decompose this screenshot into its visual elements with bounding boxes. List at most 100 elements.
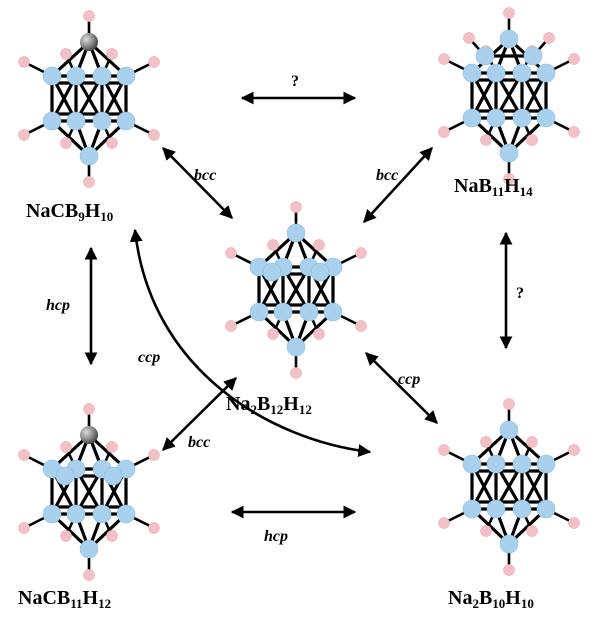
- boron-atom: [486, 499, 506, 519]
- edge-label-left-hcp: hcp: [46, 297, 70, 314]
- label-nab11h14: NaB11H14: [454, 175, 533, 199]
- hydrogen-atom: [463, 32, 475, 44]
- boron-atom: [499, 143, 519, 163]
- molecule-na2b12h12: [225, 201, 367, 379]
- hydrogen-atom: [60, 530, 72, 542]
- boron-atom: [536, 454, 556, 474]
- hydrogen-atom: [503, 7, 515, 19]
- hydrogen-atom: [543, 32, 555, 44]
- boron-atom: [512, 63, 532, 83]
- label-na2b12h12: Na2B12H12: [226, 393, 312, 417]
- hydrogen-atom: [148, 129, 160, 141]
- hydrogen-atom: [267, 239, 279, 251]
- boron-atom: [536, 63, 556, 83]
- arrow-left-bcc: [162, 147, 233, 219]
- arrow-bottom-left-bcc: [162, 377, 237, 451]
- boron-atom: [523, 46, 543, 66]
- boron-atom: [486, 63, 506, 83]
- edge-label-right-question: ?: [516, 285, 524, 302]
- arrow-ccp-right: [365, 352, 438, 424]
- hydrogen-atom: [60, 48, 72, 60]
- hydrogen-atom: [480, 134, 492, 146]
- hydrogen-atom: [106, 441, 118, 453]
- boron-atom: [310, 262, 330, 282]
- hydrogen-atom: [106, 137, 118, 149]
- boron-atom: [103, 466, 123, 486]
- hydrogen-atom: [313, 328, 325, 340]
- boron-atom: [116, 111, 136, 131]
- hydrogen-atom: [480, 525, 492, 537]
- hydrogen-atom: [148, 56, 160, 68]
- hydrogen-atom: [526, 134, 538, 146]
- hydrogen-atom: [106, 530, 118, 542]
- edge-label-right-bcc: bcc: [376, 167, 398, 184]
- hydrogen-atom: [503, 398, 515, 410]
- edge-label-bottom-hcp: hcp: [264, 528, 288, 545]
- boron-atom: [116, 66, 136, 86]
- carbon-atom: [80, 33, 98, 51]
- boron-atom: [79, 146, 99, 166]
- hydrogen-atom: [526, 525, 538, 537]
- boron-atom: [462, 63, 482, 83]
- boron-atom: [273, 302, 293, 322]
- molecule-nacb11h12: [18, 403, 160, 581]
- boron-atom: [286, 337, 306, 357]
- hydrogen-atom: [568, 53, 580, 65]
- hydrogen-atom: [438, 126, 450, 138]
- boron-atom: [512, 454, 532, 474]
- boron-atom: [462, 108, 482, 128]
- boron-atom: [42, 66, 62, 86]
- hydrogen-atom: [83, 10, 95, 22]
- carbon-atom: [80, 426, 98, 444]
- boron-atom: [475, 46, 495, 66]
- hydrogen-atom: [267, 328, 279, 340]
- boron-atom: [66, 111, 86, 131]
- boron-atom: [262, 262, 282, 282]
- hydrogen-atom: [18, 522, 30, 534]
- boron-atom: [66, 66, 86, 86]
- hydrogen-atom: [438, 444, 450, 456]
- edge-label-top: ?: [291, 73, 299, 90]
- boron-atom: [512, 108, 532, 128]
- boron-atom: [499, 29, 519, 49]
- label-na2b10h10: Na2B10H10: [448, 587, 534, 611]
- boron-atom: [486, 454, 506, 474]
- hydrogen-atom: [355, 247, 367, 259]
- boron-atom: [462, 499, 482, 519]
- hydrogen-atom: [480, 436, 492, 448]
- boron-atom: [66, 504, 86, 524]
- hydrogen-atom: [18, 129, 30, 141]
- boron-atom: [486, 108, 506, 128]
- boron-atom: [249, 302, 269, 322]
- hydrogen-atom: [438, 517, 450, 529]
- hydrogen-atom: [83, 176, 95, 188]
- hydrogen-atom: [526, 436, 538, 448]
- boron-atom: [116, 504, 136, 524]
- boron-atom: [512, 499, 532, 519]
- hydrogen-atom: [60, 137, 72, 149]
- edge-label-ccp-curve: ccp: [138, 349, 160, 366]
- molecule-na2b10h10: [438, 398, 580, 576]
- boron-atom: [499, 420, 519, 440]
- hydrogen-atom: [568, 126, 580, 138]
- hydrogen-atom: [225, 247, 237, 259]
- hydrogen-atom: [290, 201, 302, 213]
- hydrogen-atom: [568, 444, 580, 456]
- boron-atom: [55, 466, 75, 486]
- boron-atom: [499, 534, 519, 554]
- edge-label-left-bcc: bcc: [194, 167, 216, 184]
- boron-atom: [92, 111, 112, 131]
- hydrogen-atom: [18, 449, 30, 461]
- boron-atom: [42, 504, 62, 524]
- hydrogen-atom: [503, 173, 515, 185]
- boron-atom: [286, 223, 306, 243]
- hydrogen-atom: [106, 48, 118, 60]
- hydrogen-atom: [568, 517, 580, 529]
- boron-atom: [323, 302, 343, 322]
- boron-atom: [92, 504, 112, 524]
- hydrogen-atom: [290, 367, 302, 379]
- label-nacb11h12: NaCB11H12: [18, 587, 111, 611]
- hydrogen-atom: [355, 320, 367, 332]
